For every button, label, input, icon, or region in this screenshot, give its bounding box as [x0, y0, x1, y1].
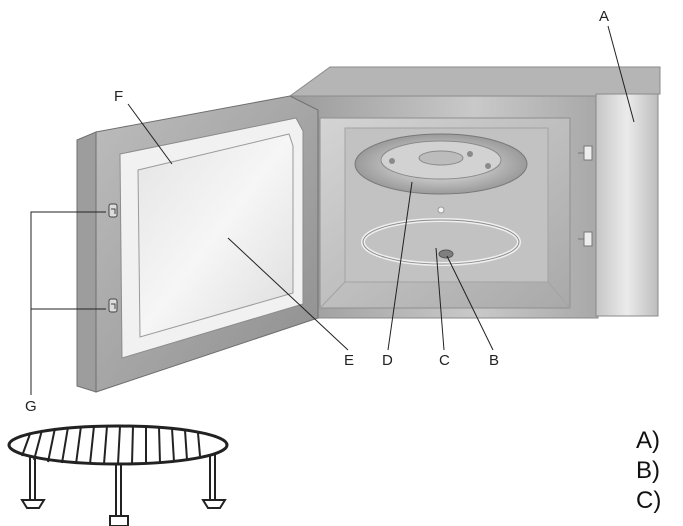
leader-c: [435, 247, 445, 351]
control-panel: [595, 93, 659, 317]
leader-d: [387, 181, 413, 351]
callout-f: F: [114, 88, 123, 105]
turntable-shaft: [438, 249, 454, 259]
callout-g: G: [25, 398, 37, 415]
body-top-panel: [288, 66, 661, 97]
upper-catch: [583, 145, 593, 161]
leader-a: [607, 25, 635, 123]
leader-b: [446, 255, 494, 351]
door-catches: [578, 145, 593, 247]
cavity-floor-edge: [319, 281, 346, 309]
glass-tray: [354, 133, 528, 195]
door-side-edge: [76, 131, 97, 393]
parts-legend: A) B) C): [636, 426, 661, 516]
door-window: [137, 133, 294, 338]
door: [76, 95, 319, 393]
callout-d: D: [382, 352, 393, 369]
microwave-body: [288, 66, 661, 319]
cavity-floor-edge-right: [547, 281, 571, 309]
leader-lines: [30, 25, 635, 395]
callout-a: A: [599, 8, 609, 25]
legend-item: B): [636, 457, 660, 484]
door-hook-lower: [108, 298, 118, 313]
roller-ring: [361, 206, 521, 266]
legend-item: A): [636, 427, 660, 454]
leader-f: [127, 103, 173, 165]
grill-rack: [7, 424, 229, 526]
callout-e: E: [344, 352, 354, 369]
door-hook-upper: [108, 203, 118, 218]
callout-b: B: [489, 352, 499, 369]
leader-g-upper: [30, 211, 106, 395]
leader-e: [227, 237, 349, 351]
lower-catch: [583, 231, 593, 247]
callout-c: C: [439, 352, 450, 369]
legend-item: C): [636, 487, 662, 514]
